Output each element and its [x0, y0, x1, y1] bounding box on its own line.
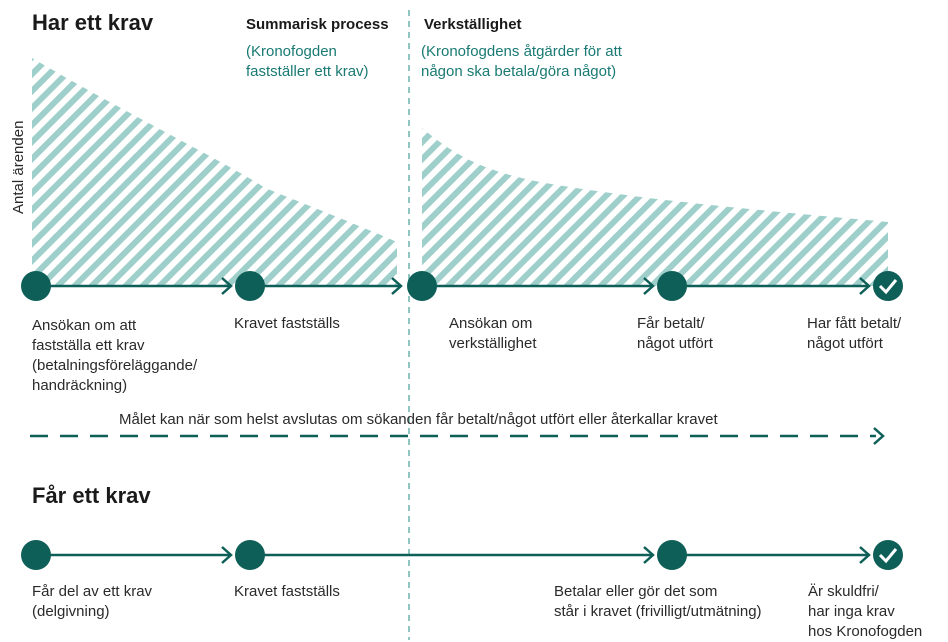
bottom-step-dot-3	[657, 540, 687, 570]
bottom-step-label-3: Betalar eller gör det som står i kravet …	[554, 583, 762, 620]
top-step-label-3: Ansökan om verkställighet	[449, 315, 537, 352]
bottom-done-check-icon	[873, 540, 903, 570]
can-end-anytime-note: Målet kan när som helst avslutas om söka…	[119, 411, 718, 428]
top-step-label-1: Ansökan om att fastställa ett krav (beta…	[32, 317, 198, 394]
top-step-label-5: Har fått betalt/ något utfört	[807, 315, 902, 352]
top-done-check-icon	[873, 271, 903, 301]
top-timeline	[36, 277, 871, 295]
phase-summary-title: Summarisk process	[246, 16, 389, 33]
top-step-label-4: Får betalt/ något utfört	[637, 315, 713, 352]
bottom-step-dot-1	[21, 540, 51, 570]
top-section-title: Har ett krav	[32, 10, 154, 35]
bottom-timeline	[36, 546, 871, 564]
case-volume-area-summary	[32, 58, 397, 286]
bottom-step-dot-2	[235, 540, 265, 570]
top-step-dot-1	[21, 271, 51, 301]
bottom-step-label-4: Är skuldfri/ har inga krav hos Kronofogd…	[808, 583, 923, 640]
top-step-dot-3	[407, 271, 437, 301]
top-step-label-2: Kravet fastställs	[234, 315, 340, 332]
can-end-anytime-arrow	[30, 427, 885, 445]
y-axis-label: Antal ärenden	[10, 120, 27, 214]
bottom-section-title: Får ett krav	[32, 483, 151, 508]
phase-enforcement-title: Verkställighet	[424, 16, 522, 33]
bottom-step-label-2: Kravet fastställs	[234, 583, 340, 600]
phase-enforcement-subtitle: (Kronofogdens åtgärder för att någon ska…	[421, 43, 622, 80]
top-step-dot-4	[657, 271, 687, 301]
case-volume-area-enforcement	[422, 128, 888, 286]
top-step-dot-2	[235, 271, 265, 301]
bottom-step-label-1: Får del av ett krav (delgivning)	[32, 583, 153, 620]
phase-summary-subtitle: (Kronofogden fastställer ett krav)	[246, 43, 369, 80]
